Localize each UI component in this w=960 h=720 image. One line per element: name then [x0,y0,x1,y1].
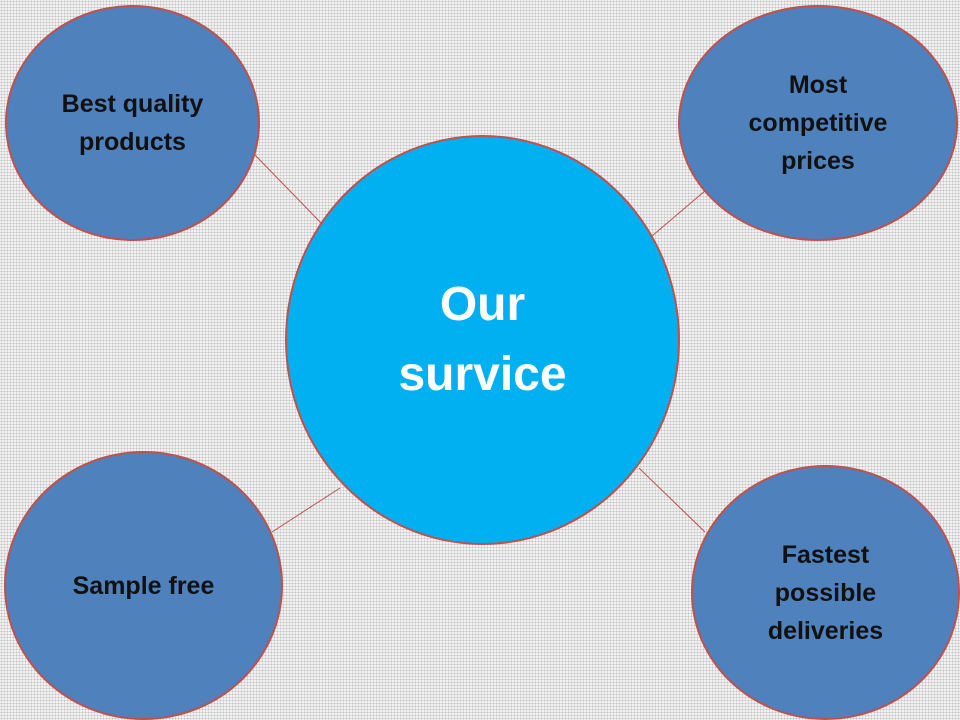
connector-top-right [651,189,707,237]
connector-bottom-right [638,467,706,533]
center-node-label: Our survice [398,278,567,401]
node-top-left: Best quality products [5,5,260,241]
node-label-sample-free: Sample free [72,571,215,600]
connector-bottom-left [271,487,341,533]
node-bottom-right: Fastest possible deliveries [691,465,960,720]
node-label-competitive-prices: Most competitive prices [748,71,888,175]
connector-top-left [254,154,323,225]
center-node: Our survice [285,135,680,545]
node-bottom-left: Sample free [4,451,283,720]
node-label-fastest-deliveries: Fastest possible deliveries [767,540,884,645]
node-label-best-quality: Best quality products [61,90,204,156]
node-top-right: Most competitive prices [678,5,958,241]
